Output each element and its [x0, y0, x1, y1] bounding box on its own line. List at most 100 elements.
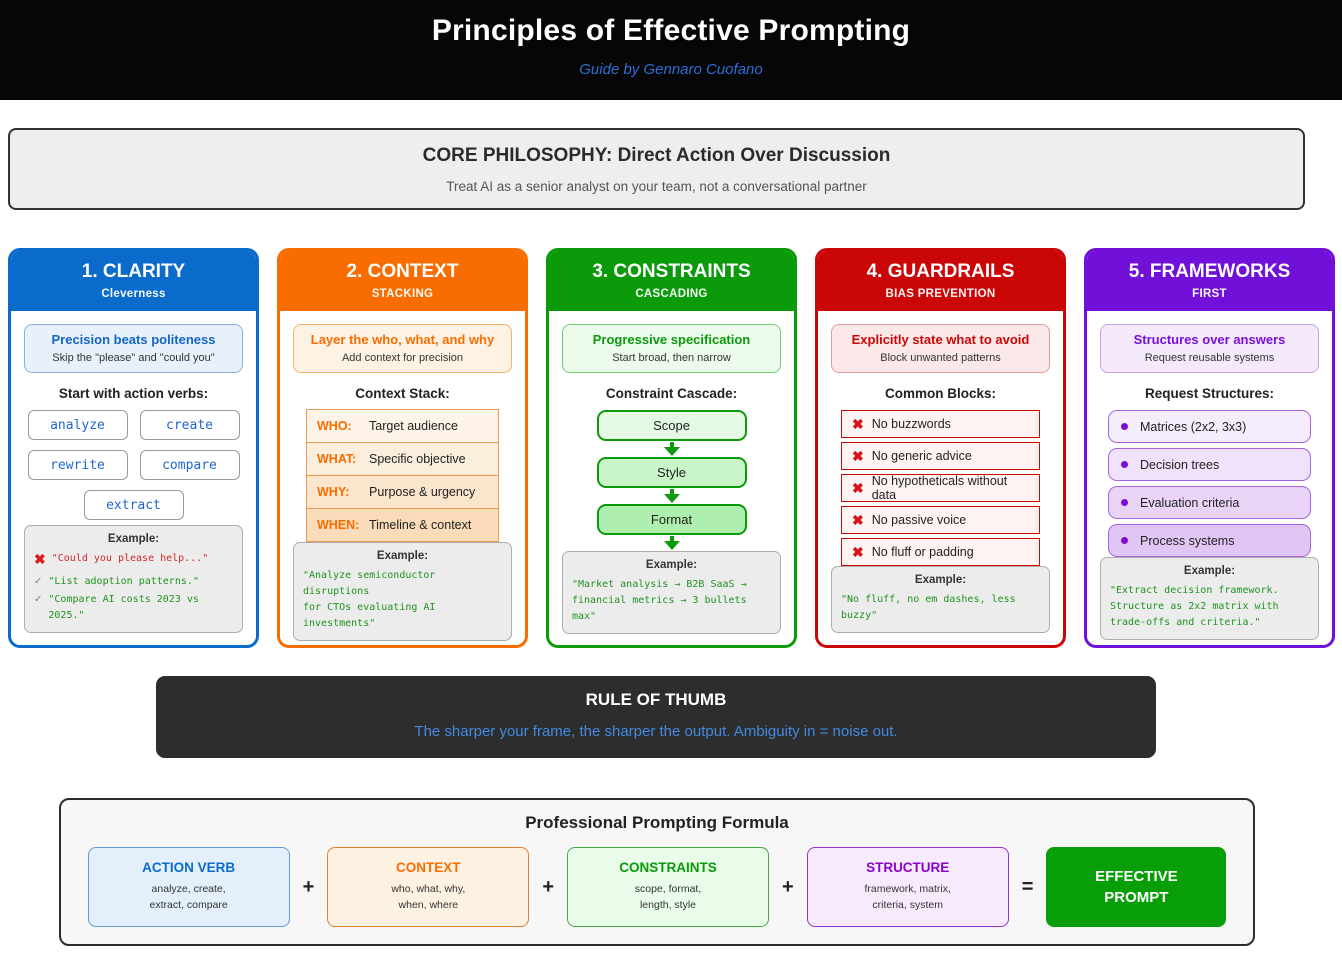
- verb-chip: compare: [139, 450, 240, 480]
- stack-row: WHAT: Specific objective: [306, 442, 499, 476]
- example-label: Example:: [107, 533, 160, 546]
- column-clarity-header: 1. CLARITY Cleverness: [11, 251, 256, 311]
- x-icon: ✖: [852, 416, 864, 432]
- callout-title: Progressive specification: [592, 332, 751, 347]
- example-box: Example: "No fluff, no em dashes, less b…: [831, 566, 1050, 633]
- stack-row: WHEN: Timeline & context: [306, 508, 499, 542]
- stack-value: Specific objective: [369, 452, 466, 466]
- callout-subtitle: Skip the "please" and "could you": [52, 352, 215, 364]
- callout-subtitle: Request reusable systems: [1144, 352, 1275, 364]
- callout-subtitle: Block unwanted patterns: [880, 352, 1001, 364]
- structure-text: Matrices (2x2, 3x3): [1140, 419, 1247, 434]
- block-text: No hypotheticals without data: [871, 474, 1008, 502]
- prompting-formula-box: Professional Prompting Formula ACTION VE…: [59, 798, 1255, 946]
- formula-item-sub: scope, format, length, style: [634, 883, 702, 911]
- block-text: No passive voice: [871, 513, 967, 527]
- core-philosophy-title: CORE PHILOSOPHY: Direct Action Over Disc…: [422, 145, 891, 166]
- bullet-icon: [1121, 537, 1128, 544]
- context-stack: WHO: Target audience WHAT: Specific obje…: [306, 409, 499, 542]
- formula-item-label: CONTEXT: [396, 860, 461, 876]
- stack-value: Timeline & context: [369, 518, 472, 532]
- example-text: "No fluff, no em dashes, less buzzy": [841, 594, 1016, 621]
- column-frameworks-header: 5. FRAMEWORKS FIRST: [1087, 251, 1332, 311]
- section-label: Constraint Cascade:: [605, 386, 738, 401]
- formula-item-sub: analyze, create, extract, compare: [149, 883, 228, 911]
- column-frameworks-body: Structures over answers Request reusable…: [1087, 311, 1332, 645]
- page-subtitle: Guide by Gennaro Cuofano: [579, 61, 763, 78]
- formula-effective-prompt: EFFECTIVE PROMPT: [1046, 847, 1227, 927]
- column-subtitle: STACKING: [371, 288, 434, 300]
- column-frameworks: 5. FRAMEWORKS FIRST Structures over answ…: [1084, 248, 1335, 648]
- structure-text: Process systems: [1140, 533, 1235, 548]
- formula-result-label: EFFECTIVE PROMPT: [1095, 868, 1178, 906]
- section-label: Start with action verbs:: [58, 386, 209, 401]
- example-bad-line: ✖ "Could you please help...": [34, 551, 233, 568]
- column-clarity: 1. CLARITY Cleverness Precision beats po…: [8, 248, 259, 648]
- stack-key: WHAT:: [317, 452, 357, 466]
- structure-text: Evaluation criteria: [1140, 495, 1240, 510]
- column-constraints-header: 3. CONSTRAINTS CASCADING: [549, 251, 794, 311]
- column-title: 5. FRAMEWORKS: [1128, 261, 1291, 282]
- x-icon: ✖: [852, 512, 864, 528]
- formula-title: Professional Prompting Formula: [525, 813, 789, 832]
- block-row: ✖ No fluff or padding: [841, 538, 1040, 566]
- example-good-line: ✓ "List adoption patterns.": [34, 574, 233, 590]
- callout-title: Layer the who, what, and why: [310, 332, 495, 347]
- stack-value: Purpose & urgency: [369, 485, 476, 499]
- section-label: Common Blocks:: [884, 386, 996, 401]
- example-label: Example:: [376, 550, 429, 562]
- verb-chip: extract: [83, 490, 184, 520]
- column-subtitle: CASCADING: [635, 288, 708, 300]
- block-row: ✖ No buzzwords: [841, 410, 1040, 438]
- column-subtitle: FIRST: [1192, 288, 1227, 300]
- stack-key: WHEN:: [317, 518, 360, 532]
- x-icon: ✖: [852, 544, 864, 560]
- column-context-header: 2. CONTEXT STACKING: [280, 251, 525, 311]
- rule-of-thumb-text: The sharper your frame, the sharper the …: [414, 723, 898, 740]
- rule-of-thumb-box: RULE OF THUMB The sharper your frame, th…: [156, 676, 1156, 758]
- rule-of-thumb-title: RULE OF THUMB: [585, 690, 727, 709]
- structure-row: Evaluation criteria: [1108, 486, 1311, 519]
- context-callout: Layer the who, what, and why Add context…: [293, 324, 512, 373]
- stack-value: Target audience: [369, 419, 458, 433]
- callout-subtitle: Add context for precision: [341, 352, 464, 364]
- example-good-text: "List adoption patterns.": [48, 576, 199, 587]
- structure-row: Decision trees: [1108, 448, 1311, 481]
- formula-item-label: ACTION VERB: [142, 860, 236, 876]
- down-arrow-icon: [663, 442, 680, 456]
- clarity-callout: Precision beats politeness Skip the "ple…: [24, 324, 243, 373]
- stack-row: WHO: Target audience: [306, 409, 499, 443]
- example-box: Example: "Market analysis → B2B SaaS → f…: [562, 551, 781, 634]
- principles-columns: 1. CLARITY Cleverness Precision beats po…: [8, 248, 1335, 648]
- request-structures-list: Matrices (2x2, 3x3) Decision trees Evalu…: [1108, 410, 1311, 557]
- down-arrow-icon: [663, 536, 680, 550]
- guardrails-callout: Explicitly state what to avoid Block unw…: [831, 324, 1050, 373]
- column-subtitle: Cleverness: [101, 288, 166, 300]
- formula-item-label: CONSTRAINTS: [619, 860, 717, 876]
- section-label: Request Structures:: [1144, 386, 1275, 401]
- column-constraints-body: Progressive specification Start broad, t…: [549, 311, 794, 645]
- verb-chip: analyze: [27, 410, 128, 440]
- check-icon: ✓: [34, 576, 43, 587]
- column-title: 4. GUARDRAILS: [866, 261, 1015, 282]
- cascade-step: Style: [596, 457, 747, 488]
- example-box: Example: ✖ "Could you please help..." ✓ …: [24, 525, 243, 633]
- down-arrow-icon: [663, 489, 680, 503]
- block-row: ✖ No generic advice: [841, 442, 1040, 470]
- page-title: Principles of Effective Prompting: [431, 14, 911, 47]
- formula-row: ACTION VERB analyze, create, extract, co…: [61, 847, 1253, 927]
- column-context-body: Layer the who, what, and why Add context…: [280, 311, 525, 645]
- bullet-icon: [1121, 461, 1128, 468]
- block-row: ✖ No passive voice: [841, 506, 1040, 534]
- page-header: Principles of Effective Prompting Guide …: [0, 0, 1342, 100]
- block-text: No fluff or padding: [871, 545, 974, 559]
- callout-title: Precision beats politeness: [51, 332, 216, 347]
- column-title: 2. CONTEXT: [346, 261, 459, 282]
- structure-text: Decision trees: [1140, 457, 1220, 472]
- common-blocks-list: ✖ No buzzwords ✖ No generic advice ✖ No …: [841, 410, 1040, 566]
- check-icon: ✓: [34, 594, 43, 605]
- plus-operator: +: [542, 875, 554, 898]
- example-bad-text: "Could you please help...": [51, 553, 209, 565]
- structure-row: Matrices (2x2, 3x3): [1108, 410, 1311, 443]
